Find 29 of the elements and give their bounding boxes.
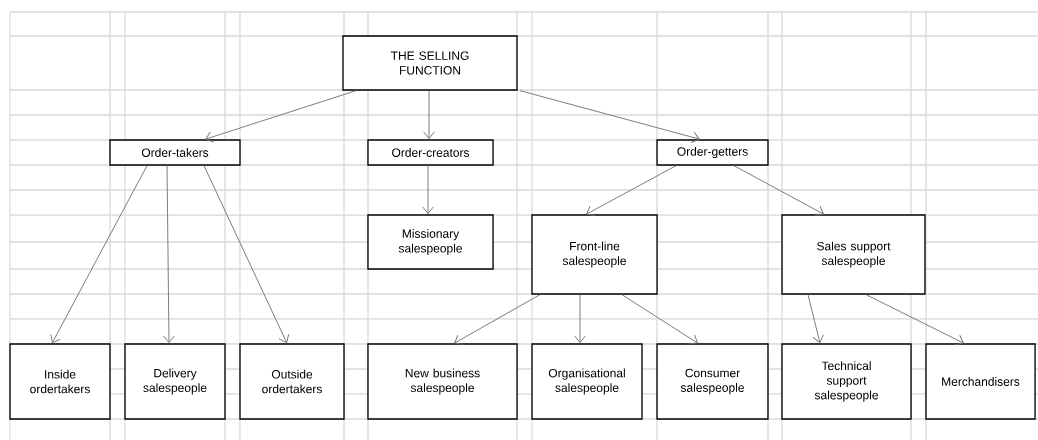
arrow — [50, 165, 148, 344]
box: New business salespeople — [367, 343, 518, 420]
arrow — [163, 165, 175, 344]
box: Technical support salespeople — [781, 343, 912, 420]
box: Order-takers — [109, 139, 241, 166]
arrow — [519, 90, 700, 143]
arrow — [807, 294, 824, 344]
arrow — [586, 165, 677, 216]
box: THE SELLING FUNCTION — [342, 35, 518, 91]
arrow — [621, 294, 698, 345]
box: Order-getters — [656, 139, 769, 166]
box: Consumer salespeople — [656, 343, 769, 420]
arrow — [205, 90, 357, 143]
box: Order-creators — [367, 139, 494, 166]
arrow — [574, 294, 586, 344]
box: Merchandisers — [925, 343, 1036, 420]
box: Sales support salespeople — [781, 214, 926, 295]
box: Missionary salespeople — [367, 214, 494, 270]
arrow — [423, 90, 435, 139]
arrow — [454, 294, 541, 345]
arrow — [865, 294, 964, 346]
box: Organisational salespeople — [531, 343, 643, 420]
box: Inside ordertakers — [9, 343, 111, 420]
arrow — [203, 165, 290, 344]
arrow — [422, 165, 434, 215]
box: Delivery salespeople — [124, 343, 226, 420]
arrow — [733, 165, 824, 216]
box: Outside ordertakers — [239, 343, 345, 420]
box: Front-line salespeople — [531, 214, 658, 295]
